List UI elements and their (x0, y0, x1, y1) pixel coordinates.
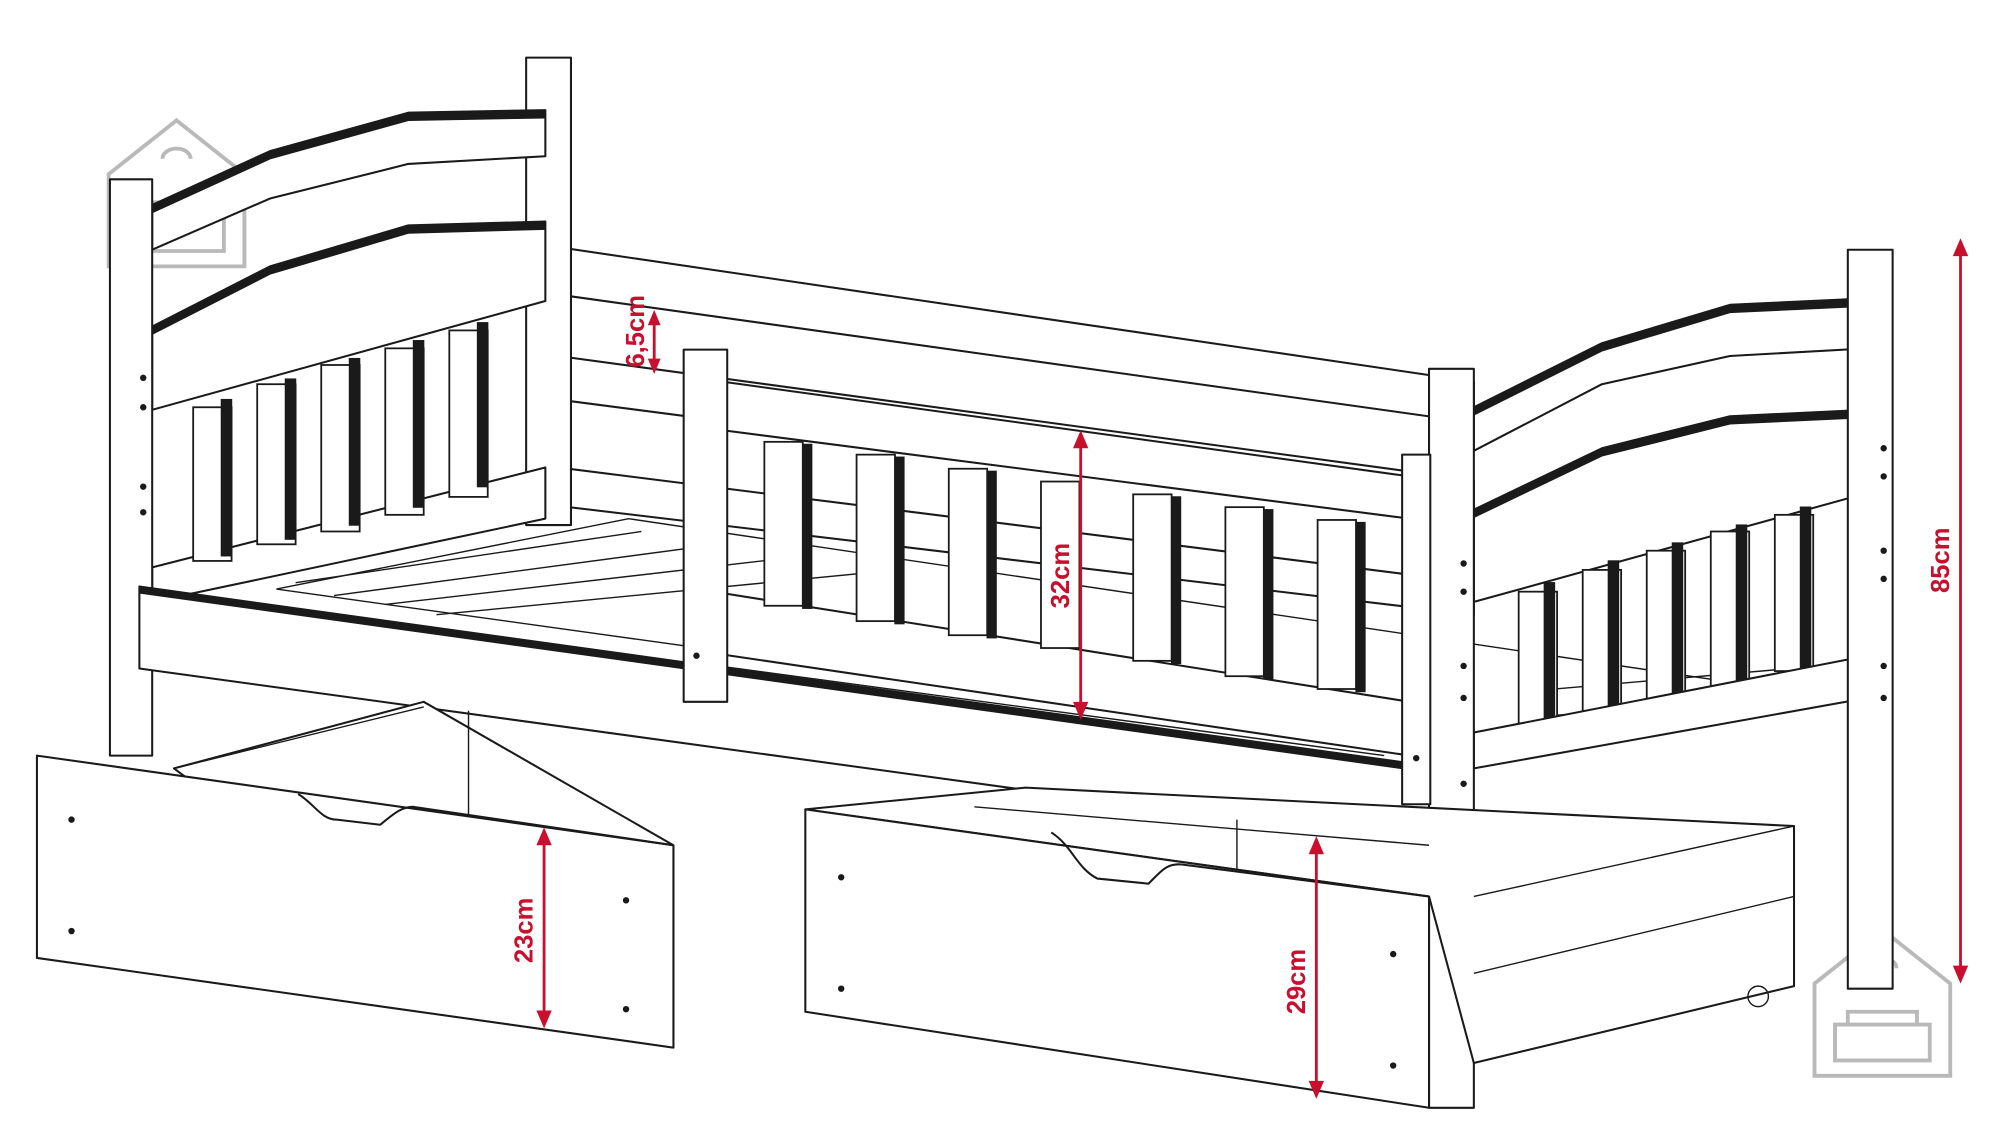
dimension-total-height: 85cm (1927, 238, 1969, 984)
left-drawer (35, 700, 675, 1049)
label-total-height: 85cm (1927, 527, 1955, 593)
dimension-rail-gap: 6,5cm (622, 295, 661, 374)
right-drawer (804, 786, 1796, 1109)
headboard-slats-right (1517, 506, 1815, 744)
right-headboard (1472, 248, 1894, 990)
label-right-drawer-height: 29cm (1283, 949, 1311, 1015)
dimension-left-drawer-height: 23cm (511, 827, 552, 1029)
dimension-right-drawer-height: 29cm (1283, 836, 1325, 1099)
label-left-drawer-height: 23cm (511, 898, 539, 964)
guard-rail (682, 348, 1432, 806)
guard-rail-slats (763, 440, 1366, 693)
front-side-rail (138, 367, 1475, 1109)
label-rail-gap: 6,5cm (622, 295, 650, 368)
headboard-slats-left (192, 322, 489, 562)
left-headboard (108, 56, 572, 757)
dimension-guard-height: 32cm (1047, 430, 1089, 720)
label-guard-height: 32cm (1047, 543, 1075, 609)
